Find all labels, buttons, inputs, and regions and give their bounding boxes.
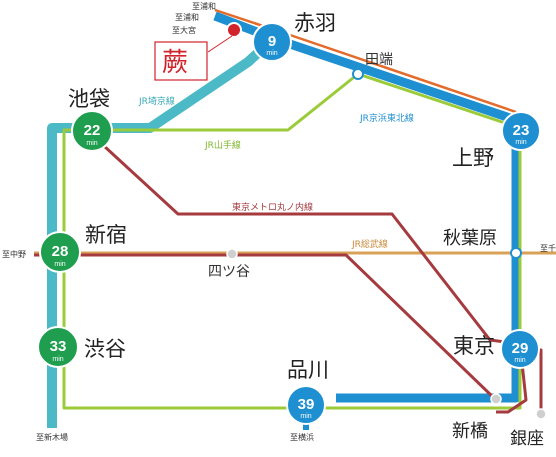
shibuya-minutes: 33 [50, 338, 67, 355]
origin-label-box [154, 41, 208, 81]
shinjuku-name: 新宿 [85, 223, 127, 247]
saikyo-line [47, 38, 274, 428]
station-shimbashi-dot [490, 393, 502, 405]
tokyo-name: 東京 [453, 334, 495, 358]
dir-urawa-1: 至浦和 [192, 1, 216, 11]
ikebukuro-unit: min [86, 140, 97, 147]
station-tabata-dot [352, 68, 364, 80]
station-shinagawa: 39 min 品川 [286, 358, 329, 425]
tokyo-unit: min [514, 357, 525, 364]
station-ueno: 23 min 上野 [452, 111, 541, 170]
tokyo-minutes: 29 [512, 340, 529, 357]
ikebukuro-name: 池袋 [68, 87, 110, 111]
saikyo-label: JR埼京線 [138, 95, 175, 107]
origin-name: 蕨 [162, 48, 188, 78]
marunouchi-label: 東京メトロ丸ノ内線 [232, 201, 313, 213]
station-ikebukuro: 22 min 池袋 [68, 87, 113, 152]
dir-shinkiba: 至新木場 [36, 432, 68, 442]
dir-nakano: 至中野 [2, 249, 26, 259]
shinagawa-minutes: 39 [298, 396, 315, 413]
shinagawa-unit: min [300, 413, 311, 420]
dir-yokohama: 至横浜 [290, 432, 314, 442]
station-yotsuya-dot [226, 248, 238, 260]
home-marker [226, 22, 242, 38]
ueno-minutes: 23 [513, 122, 530, 139]
dir-chiba: 至千 [540, 243, 556, 253]
station-tabata-name: 田端 [365, 52, 393, 68]
akabane-unit: min [266, 50, 277, 57]
station-ginza-name: 銀座 [510, 429, 544, 449]
station-ginza-dot [535, 408, 547, 420]
yamanote-label: JR山手線 [204, 139, 241, 151]
sobu-label: JR総武線 [351, 238, 388, 250]
station-akihabara-dot [510, 247, 522, 259]
origin-callout [207, 35, 233, 53]
ueno-name: 上野 [452, 146, 494, 170]
station-yotsuya-name: 四ツ谷 [208, 264, 250, 280]
shibuya-unit: min [52, 356, 63, 363]
shinjuku-minutes: 28 [52, 243, 69, 260]
yamanote-line [62, 72, 522, 410]
shinjuku-unit: min [54, 261, 65, 268]
ueno-unit: min [515, 139, 526, 146]
shinagawa-name: 品川 [287, 358, 329, 382]
akabane-name: 赤羽 [294, 11, 336, 35]
station-akabane: 9 min 赤羽 [252, 11, 336, 62]
station-shinjuku: 28 min 新宿 [39, 223, 127, 273]
station-akihabara-name: 秋葉原 [443, 228, 497, 249]
station-shibuya: 33 min 渋谷 [37, 326, 126, 368]
ikebukuro-minutes: 22 [84, 122, 101, 139]
station-tokyo: 29 min 東京 [453, 329, 540, 369]
keihin-tohoku-label: JR京浜東北線 [359, 112, 414, 124]
station-shimbashi-name: 新橋 [452, 421, 488, 442]
dir-omiya: 至大宮 [172, 25, 196, 35]
shibuya-name: 渋谷 [84, 337, 126, 361]
akabane-minutes: 9 [268, 33, 276, 50]
dir-urawa-2: 至浦和 [175, 12, 199, 22]
marunouchi-line-west [34, 253, 496, 400]
